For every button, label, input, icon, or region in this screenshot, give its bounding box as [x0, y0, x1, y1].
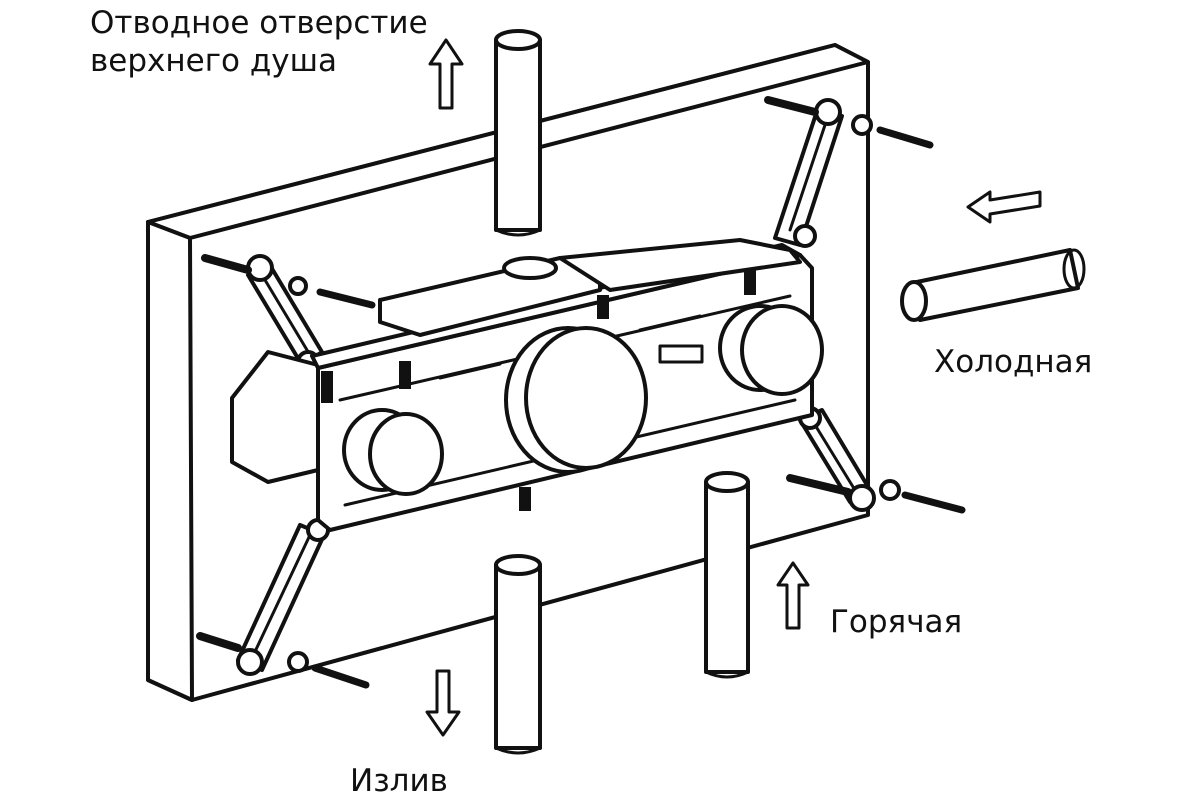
arrow-left-icon — [966, 190, 1042, 224]
top-outlet-label: Отводное отверстие верхнего душа — [90, 4, 428, 80]
spout-label: Излив — [350, 763, 448, 799]
top-outlet-pipe — [494, 29, 542, 237]
center-valve — [504, 326, 648, 474]
left-valve — [342, 408, 444, 496]
arrow-up-icon — [428, 38, 464, 110]
top-outlet-label-line1: Отводное отверстие — [90, 5, 428, 41]
arrow-down-icon — [425, 669, 461, 737]
screw-icon — [196, 96, 966, 689]
hot-label: Горячая — [830, 604, 963, 640]
arrow-up-icon — [776, 561, 810, 630]
right-valve — [718, 304, 824, 396]
cold-label: Холодная — [934, 344, 1093, 380]
hot-pipe — [704, 471, 750, 679]
spout-pipe — [494, 554, 542, 755]
mounting-arm-top-right — [773, 98, 844, 248]
cold-pipe — [900, 248, 1086, 322]
top-outlet-label-line2: верхнего душа — [90, 43, 337, 79]
